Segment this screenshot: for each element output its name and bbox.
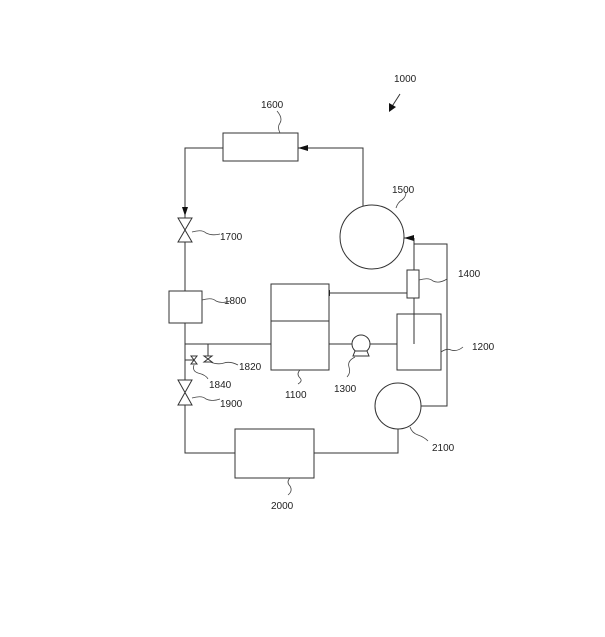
- label-1900: 1900: [220, 399, 243, 410]
- valve-1900: [177, 379, 193, 406]
- label-1700: 1700: [220, 232, 243, 243]
- valve-1700: [177, 217, 193, 243]
- label-1820: 1820: [239, 362, 262, 373]
- unit-2100: [374, 382, 422, 430]
- evaporator-2000: [234, 428, 315, 479]
- label-2000: 2000: [271, 501, 294, 512]
- valve-1820: [202, 355, 214, 363]
- label-2100: 2100: [432, 443, 455, 454]
- label-1800: 1800: [224, 296, 247, 307]
- compressor-1500: [339, 204, 405, 270]
- unit-1400: [406, 269, 420, 299]
- tank-1100: [270, 283, 330, 371]
- flow-arrow: [404, 235, 414, 241]
- label-1840: 1840: [209, 380, 232, 391]
- label-1300: 1300: [334, 384, 357, 395]
- leader-lines: [191, 110, 464, 496]
- flow-arrow: [298, 145, 308, 151]
- label-1200: 1200: [472, 342, 495, 353]
- label-1400: 1400: [458, 269, 481, 280]
- pump-1300: [351, 334, 371, 357]
- system-pointer-arrow: [389, 93, 401, 112]
- label-1600: 1600: [261, 100, 284, 111]
- flow-arrow: [182, 207, 188, 216]
- unit-1800: [168, 290, 203, 324]
- label-1500: 1500: [392, 185, 415, 196]
- label-1100: 1100: [285, 390, 307, 401]
- vessel-1200: [396, 313, 442, 371]
- condenser-1600: [222, 132, 299, 162]
- label-1000: 1000: [394, 74, 417, 85]
- valve-1840: [190, 355, 198, 365]
